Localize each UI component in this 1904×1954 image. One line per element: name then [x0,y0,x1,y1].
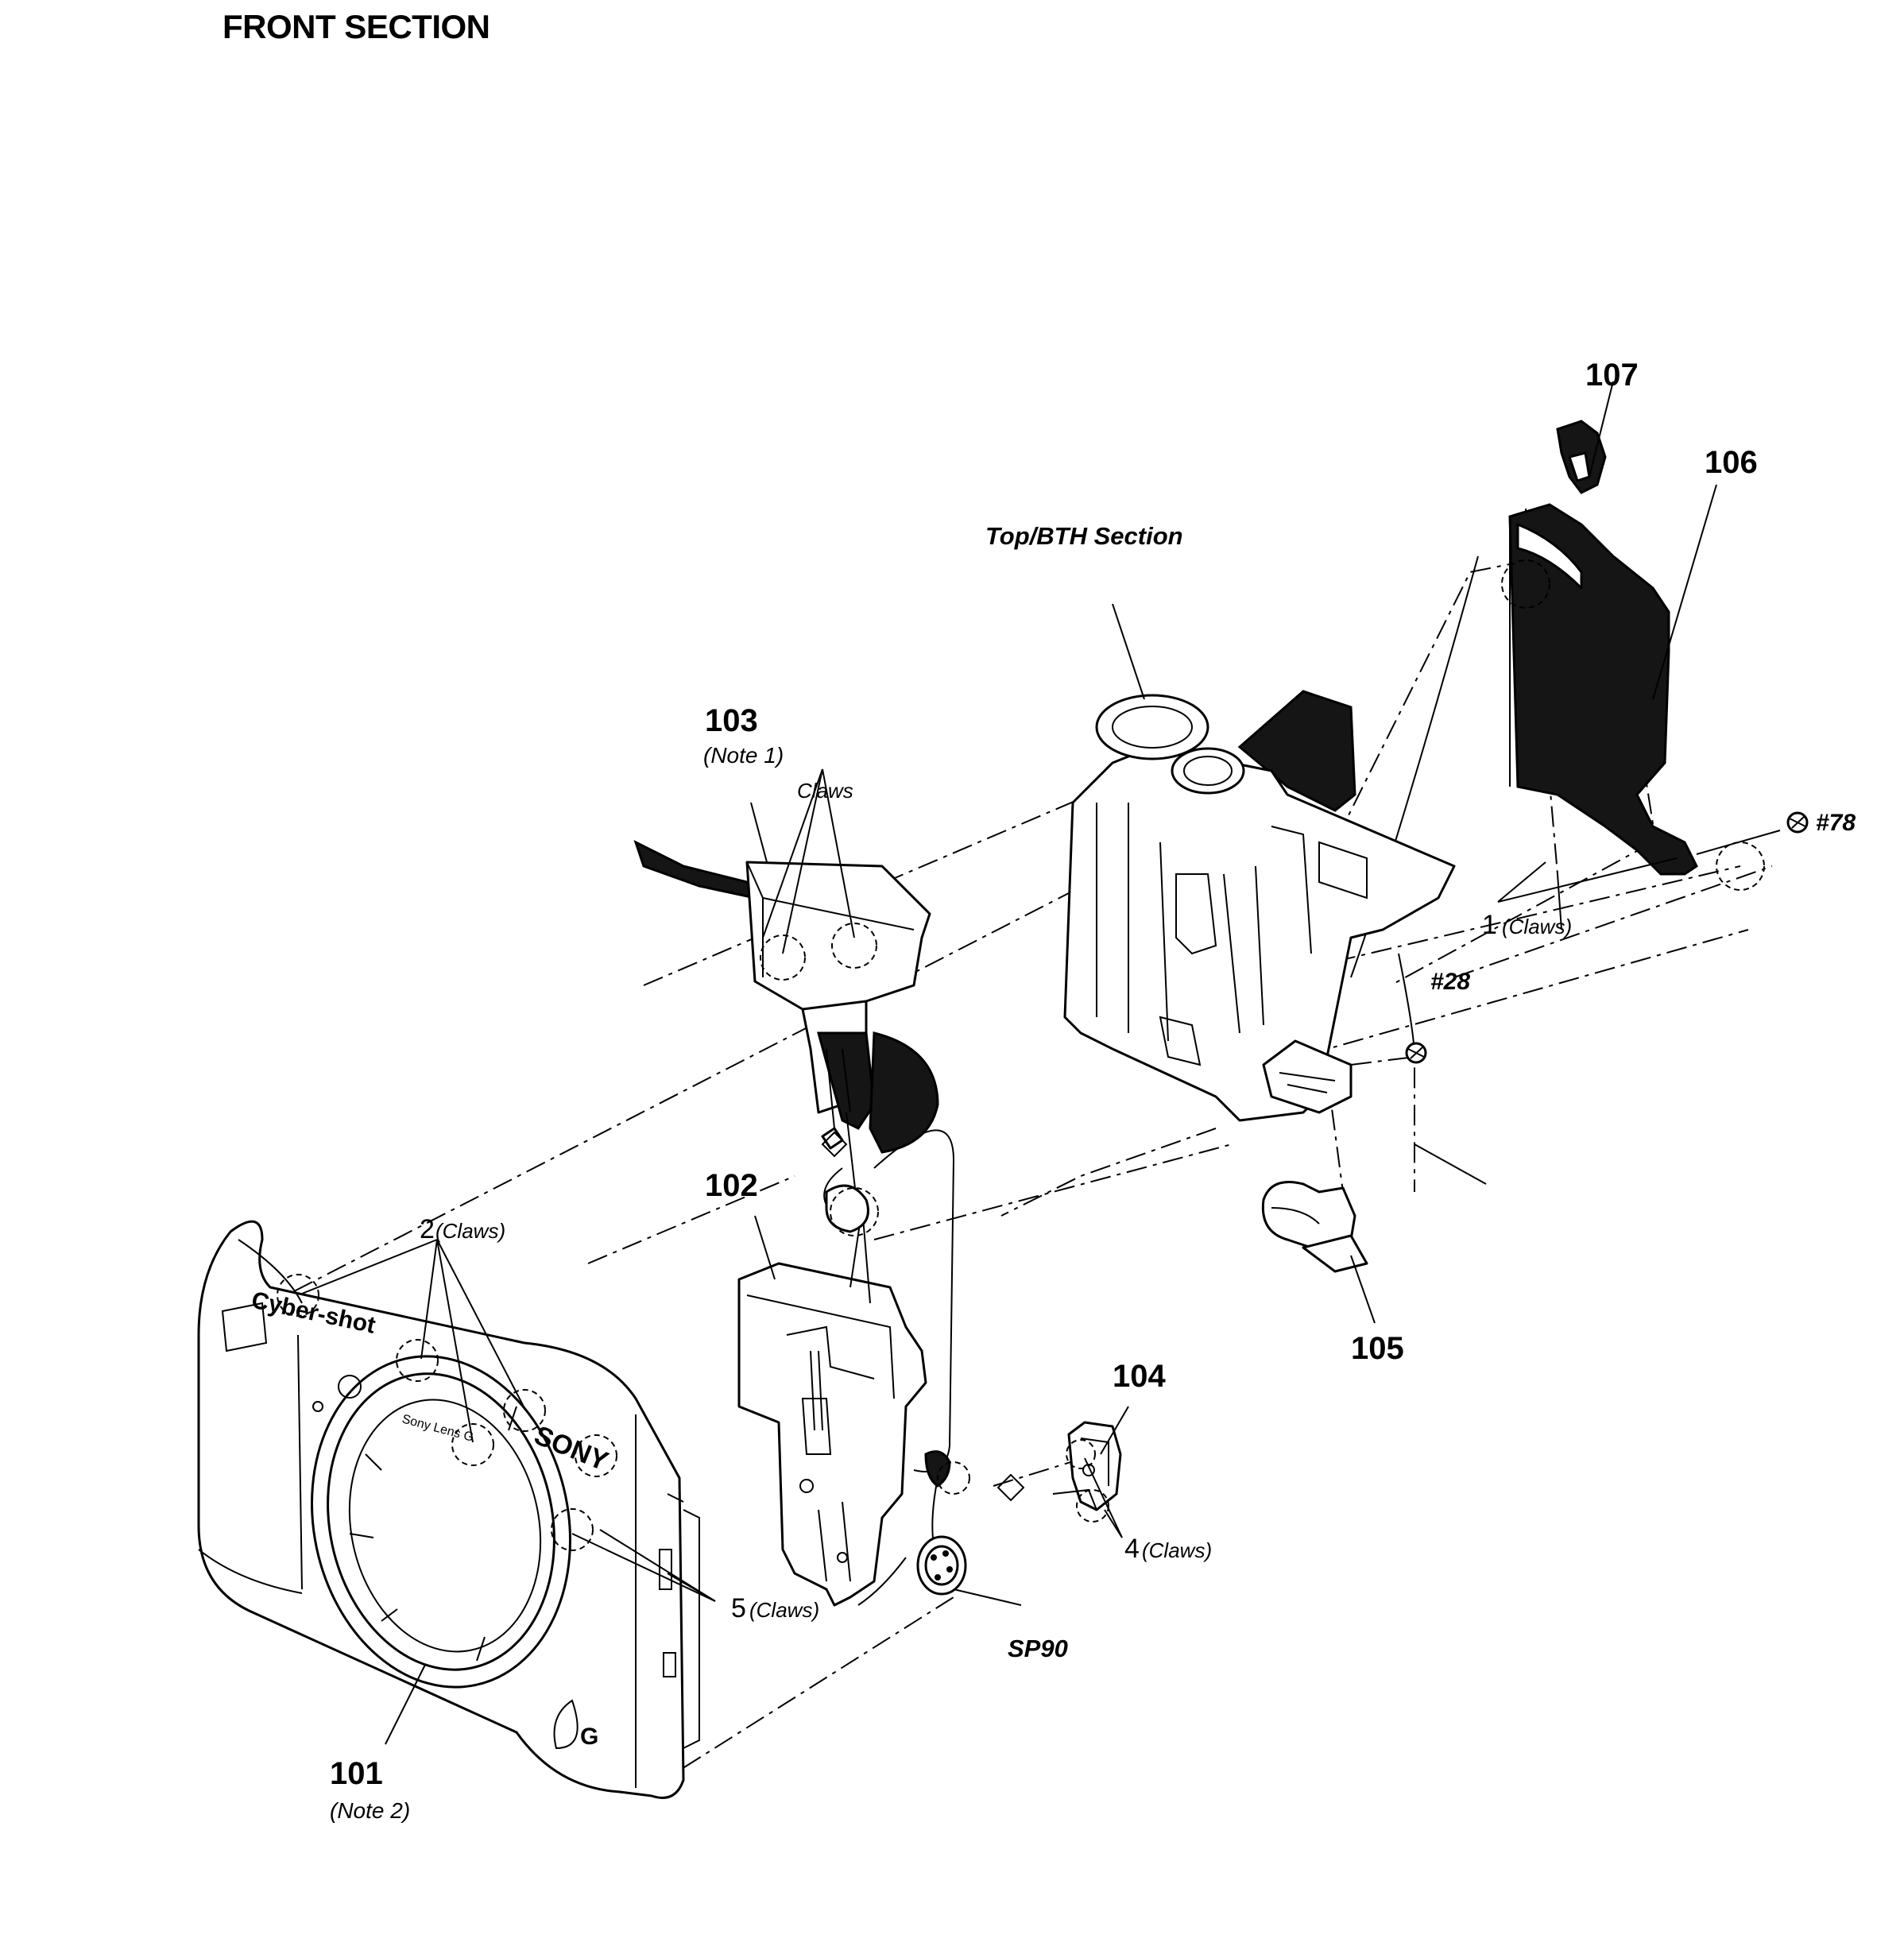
part-105-label: 105 [1351,1331,1404,1366]
claw-markers-106 [1501,559,1765,891]
claw-markers-101 [277,1274,617,1551]
part-102-bracket [737,1207,927,1607]
screw-28-icon [1405,1042,1427,1064]
labels: Top/BTH Section 107 106 103 (Note 1) Cla… [330,358,1856,1823]
claws-4-label: (Claws) [1142,1538,1212,1562]
part-103-note: (Note 1) [703,743,784,768]
claws-2-count: 2 [420,1214,435,1244]
screw-28-label: #28 [1430,969,1470,995]
claws-103-label: Claws [797,779,853,803]
top-bth-section-label: Top/BTH Section [985,522,1183,550]
speaker-sp90 [916,1450,967,1596]
leader-lines [301,381,1781,1745]
claws-1-label: (Claws) [1502,915,1572,938]
part-101-note: (Note 2) [330,1798,410,1823]
claw-markers-sp90 [937,1461,970,1495]
part-106-label: 106 [1705,445,1758,480]
screw-78-label: #78 [1816,810,1856,836]
claw-markers-103 [760,923,879,1236]
sp90-label: SP90 [1008,1635,1068,1662]
claws-1-count: 1 [1482,910,1497,940]
top-bth-section-assembly [1063,690,1456,1122]
part-103-label: 103 [705,703,758,738]
part-102-label: 102 [705,1168,758,1203]
part-101-label: 101 [330,1756,383,1791]
claws-5-count: 5 [731,1593,746,1623]
part-104-switch-block [1052,1421,1122,1511]
part-107-key [1556,420,1607,494]
claws-5-label: (Claws) [749,1598,819,1622]
claws-4-count: 4 [1124,1534,1140,1564]
diamond-markers [821,1131,1025,1502]
part-101-front-cover: Cyber-shot SONY Sony Lens G G [197,1220,700,1799]
screw-78-icon [1786,811,1809,834]
part-106-cover [1508,503,1698,876]
claws-2-label: (Claws) [435,1219,505,1243]
claw-markers-104 [1066,1439,1109,1523]
part-104-label: 104 [1113,1359,1166,1394]
part-105-bracket [1261,1181,1368,1273]
part-103-flash-unit [633,840,939,1233]
g-logo-mark: G [580,1724,598,1750]
part-107-label: 107 [1585,358,1639,393]
page-title: FRONT SECTION [223,8,490,45]
